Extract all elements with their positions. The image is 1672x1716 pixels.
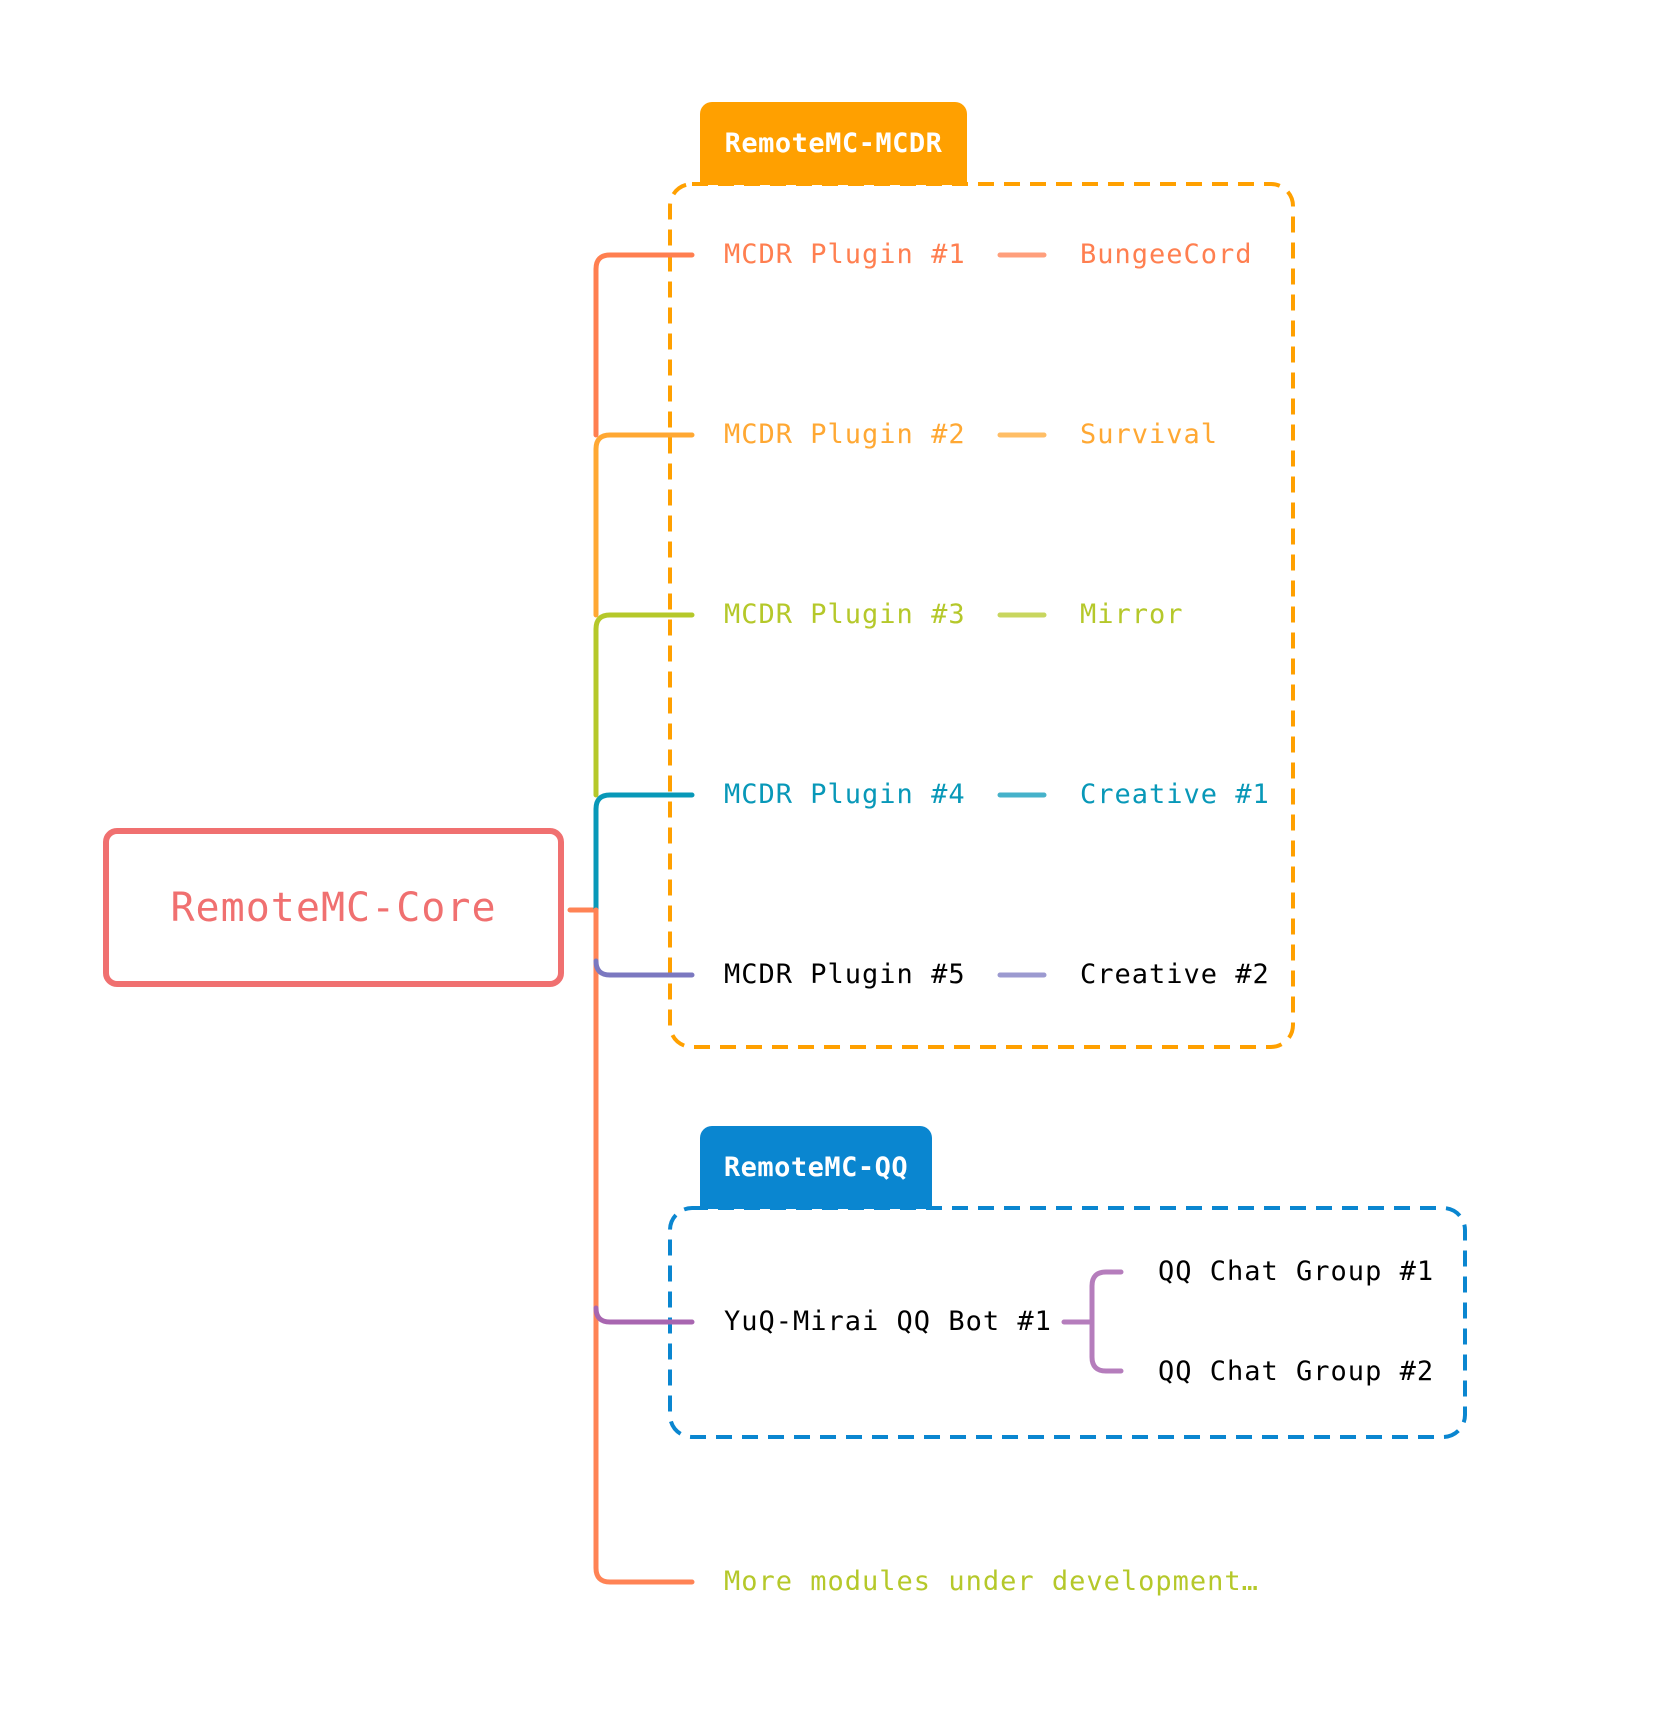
qq-group-bracket — [1061, 1269, 1124, 1374]
branch-line-more — [593, 907, 695, 1585]
branch-line-5 — [593, 958, 695, 978]
mcdr-group-tab-label: RemoteMC-MCDR — [724, 128, 943, 159]
qq-group-tab: RemoteMC-QQ — [700, 1126, 932, 1209]
core-node-label: RemoteMC-Core — [170, 884, 497, 931]
server-node-1[interactable]: BungeeCord — [1080, 239, 1253, 270]
plugin-node-2[interactable]: MCDR Plugin #2 — [724, 419, 966, 450]
plugin-node-4[interactable]: MCDR Plugin #4 — [724, 779, 966, 810]
more-modules-node[interactable]: More modules under development… — [724, 1566, 1259, 1597]
qq-bot-node[interactable]: YuQ-Mirai QQ Bot #1 — [724, 1306, 1052, 1337]
branch-line-2 — [593, 432, 695, 618]
branch-line-qq-bot — [593, 1305, 695, 1325]
qq-group-tab-label: RemoteMC-QQ — [723, 1152, 909, 1183]
plugin-node-1[interactable]: MCDR Plugin #1 — [724, 239, 966, 270]
server-node-4[interactable]: Creative #1 — [1080, 779, 1270, 810]
plugin-node-5[interactable]: MCDR Plugin #5 — [724, 959, 966, 990]
branch-line-1 — [593, 252, 695, 438]
plugin-node-3[interactable]: MCDR Plugin #3 — [724, 599, 966, 630]
mcdr-group-border — [668, 182, 1295, 1049]
mcdr-group-tab: RemoteMC-MCDR — [700, 102, 967, 185]
server-node-2[interactable]: Survival — [1080, 419, 1219, 450]
qq-chat-group-node-1[interactable]: QQ Chat Group #1 — [1158, 1256, 1435, 1287]
server-node-5[interactable]: Creative #2 — [1080, 959, 1270, 990]
branch-line-4 — [593, 792, 695, 913]
core-node[interactable]: RemoteMC-Core — [103, 828, 564, 987]
qq-chat-group-node-2[interactable]: QQ Chat Group #2 — [1158, 1356, 1435, 1387]
server-node-3[interactable]: Mirror — [1080, 599, 1184, 630]
branch-line-3 — [593, 612, 695, 798]
